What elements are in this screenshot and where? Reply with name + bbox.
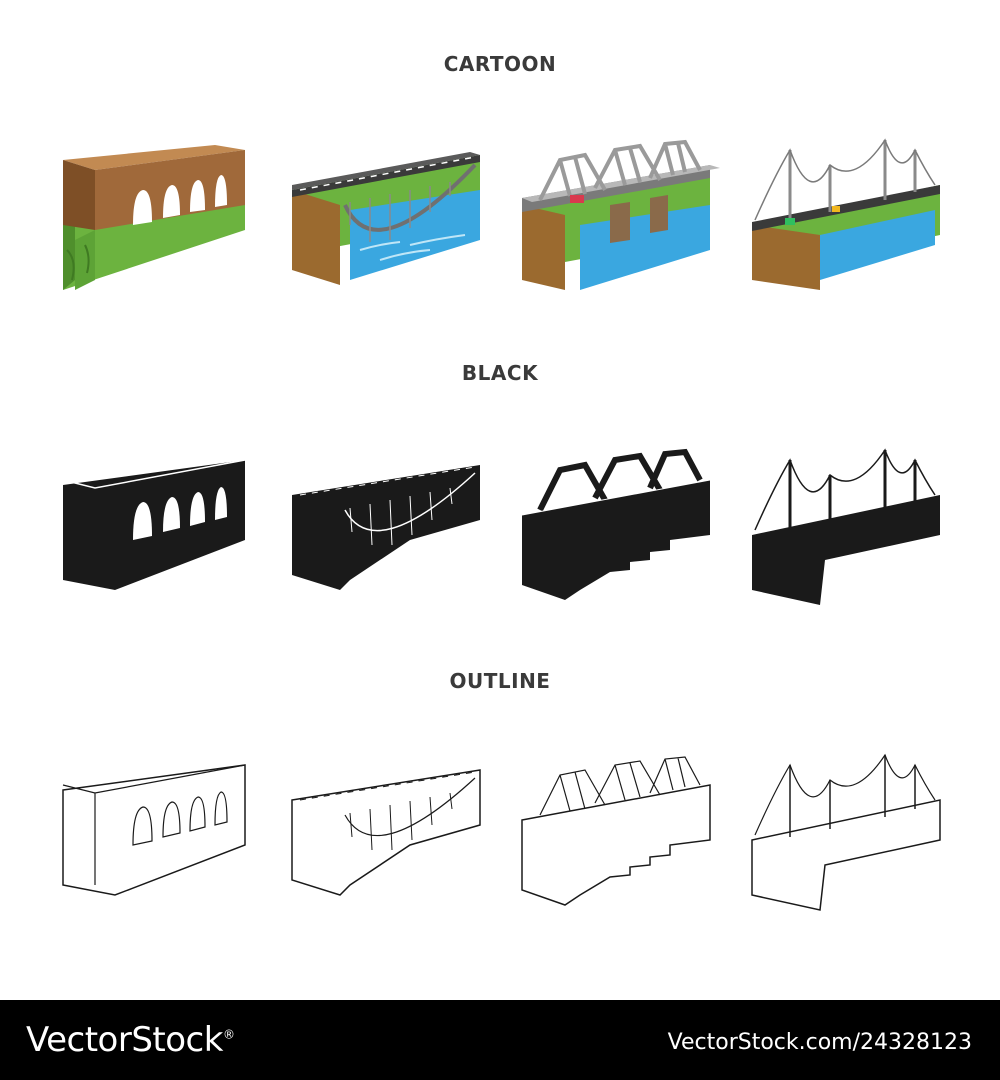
brand-name: VectorStock bbox=[26, 1020, 223, 1060]
aqueduct-bridge-black-icon bbox=[62, 459, 246, 590]
arch-bridge-icon bbox=[292, 152, 480, 285]
arch-bridge-black-icon bbox=[292, 465, 480, 590]
suspension-bridge-black-icon bbox=[752, 448, 940, 605]
aqueduct-bridge-icon bbox=[63, 145, 245, 290]
section-title-black: BLACK bbox=[461, 361, 539, 385]
arch-bridge-outline-icon bbox=[291, 769, 481, 896]
aqueduct-bridge-outline-icon bbox=[62, 764, 246, 896]
section-title-cartoon: CARTOON bbox=[443, 52, 557, 76]
truss-bridge-outline-icon bbox=[521, 756, 711, 906]
suspension-bridge-icon bbox=[752, 138, 940, 290]
registered-mark: ® bbox=[222, 1027, 235, 1042]
suspension-bridge-outline-icon bbox=[751, 753, 941, 911]
truss-bridge-black-icon bbox=[521, 448, 711, 600]
section-title-outline: OUTLINE bbox=[449, 669, 551, 693]
image-credit: VectorStock.com/24328123 bbox=[667, 1030, 972, 1055]
brand-logo: VectorStock® bbox=[26, 1020, 235, 1060]
watermark-footer: VectorStock® VectorStock.com/24328123 bbox=[0, 1000, 1000, 1080]
truss-bridge-icon bbox=[522, 139, 720, 290]
